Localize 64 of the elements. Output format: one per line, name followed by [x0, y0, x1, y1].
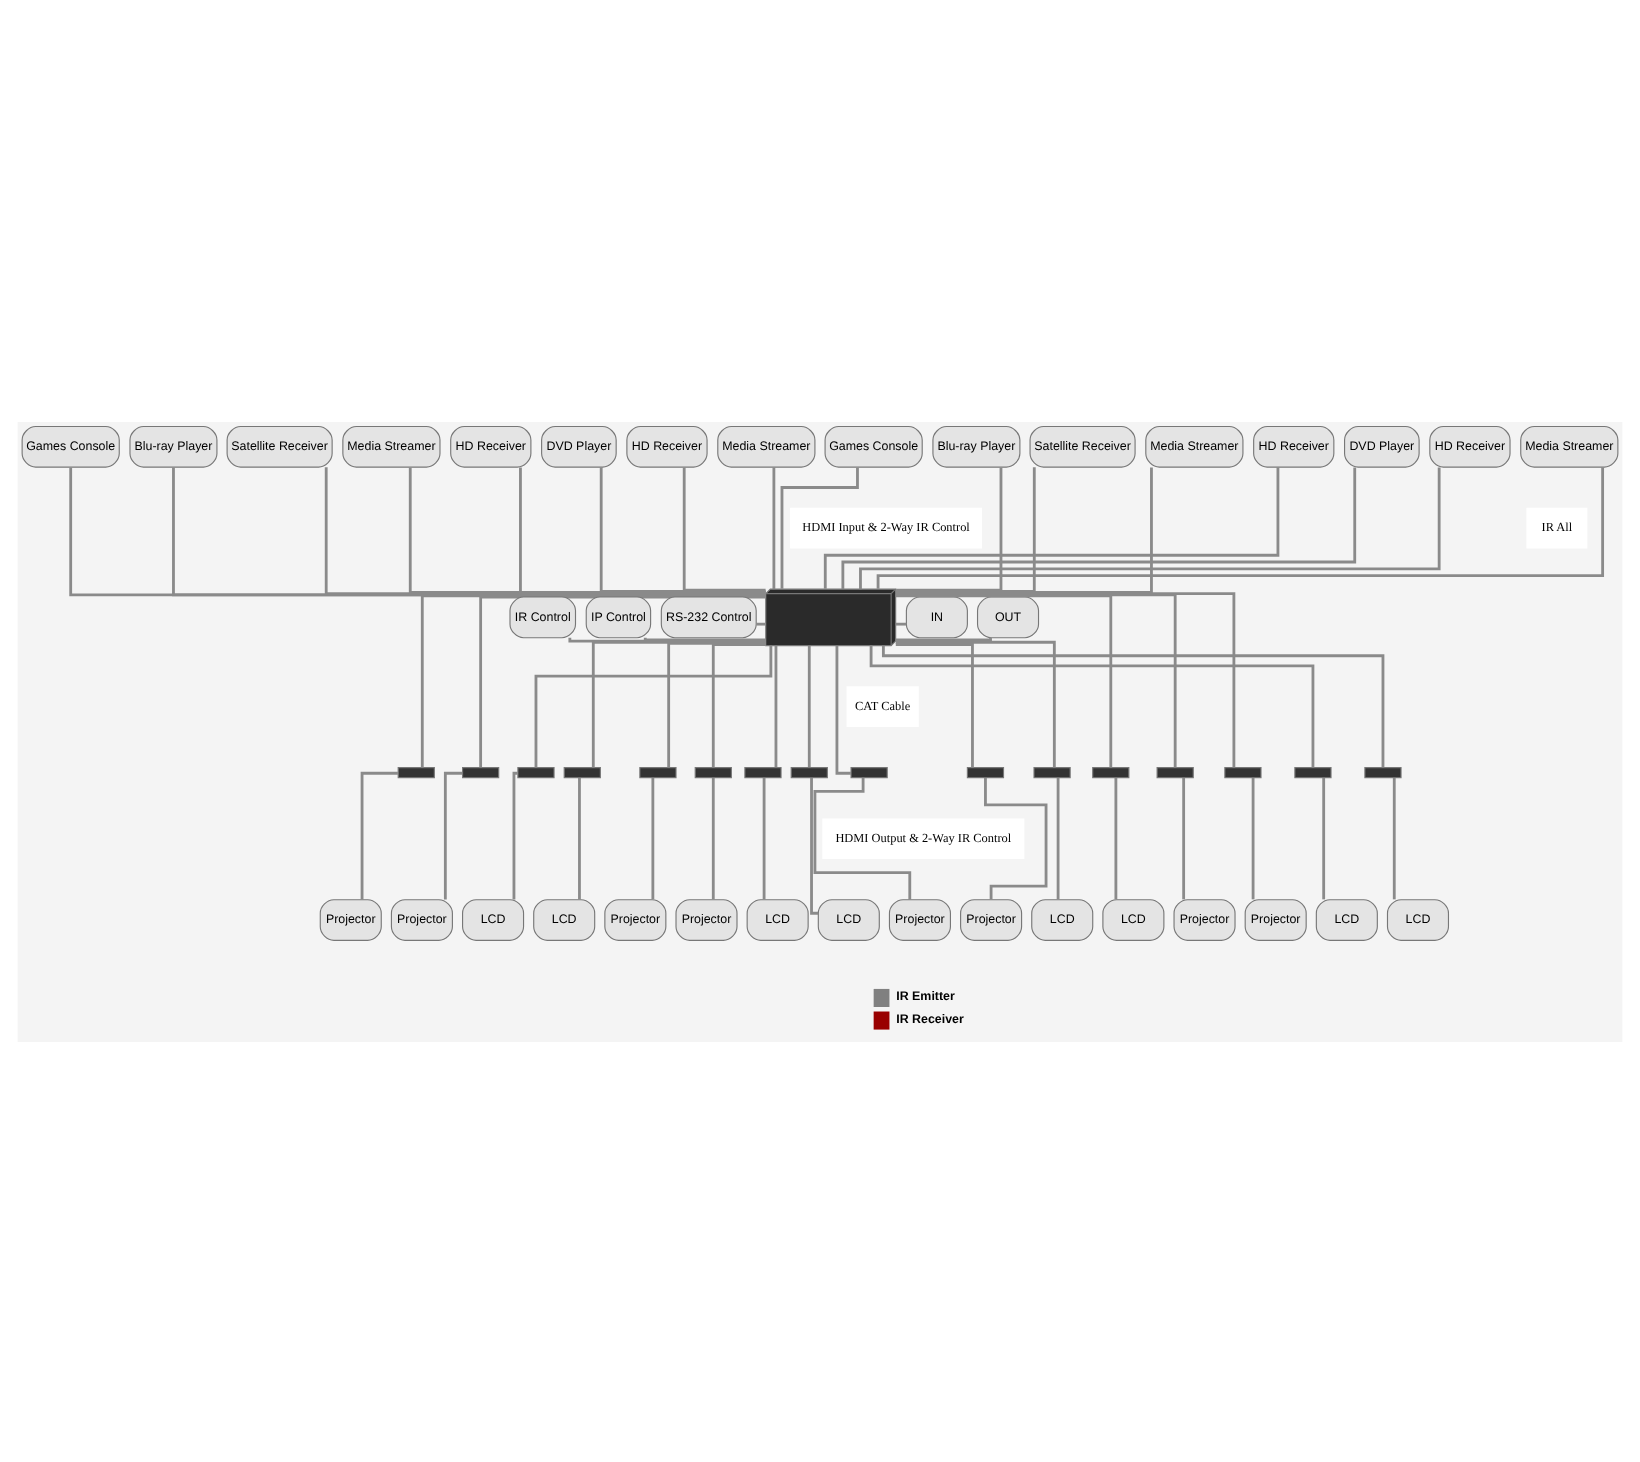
connector: [772, 466, 776, 589]
connector: [324, 466, 766, 595]
connector: [651, 776, 655, 899]
connector: [896, 466, 1003, 591]
connector: [519, 466, 766, 593]
node-box: [744, 766, 782, 778]
connector: [835, 644, 851, 774]
connector: [869, 644, 1315, 767]
connector: [1056, 776, 1060, 899]
connector: [711, 642, 766, 767]
connector: [408, 466, 766, 593]
connector: [895, 592, 1177, 767]
connector: [762, 776, 766, 899]
connector: [895, 636, 992, 641]
connector: [578, 776, 581, 899]
connector: [823, 466, 1280, 588]
node-box: [694, 766, 732, 778]
connector: [682, 466, 766, 591]
connector: [534, 644, 773, 767]
connector: [1182, 776, 1186, 899]
connector: [643, 636, 766, 641]
connector: [841, 466, 1357, 589]
connector: [876, 466, 1605, 588]
connector: [895, 642, 974, 767]
connector: [591, 639, 766, 767]
connector: [859, 466, 1441, 589]
node-box: [563, 766, 601, 778]
connector: [443, 770, 463, 899]
connector: [599, 466, 766, 592]
connector: [895, 639, 1056, 767]
connector: [984, 776, 1048, 899]
node-box: [1033, 766, 1071, 778]
connector: [895, 621, 907, 625]
connector: [360, 770, 398, 899]
node-box: [639, 766, 677, 778]
node-box: [1224, 766, 1262, 778]
connector: [756, 621, 766, 625]
connector: [1251, 776, 1255, 899]
node-box: [790, 766, 828, 778]
connector: [807, 644, 811, 767]
connector: [667, 640, 766, 767]
connector: [895, 593, 1113, 767]
connector: [512, 770, 518, 899]
connector: [896, 466, 1153, 593]
connector: [568, 636, 766, 642]
connector: [780, 466, 859, 588]
node-box: [1294, 766, 1332, 778]
connector: [895, 466, 1036, 592]
node-box: [1364, 766, 1402, 778]
node-box: [850, 766, 888, 778]
connector: [895, 591, 1236, 767]
connector: [810, 777, 818, 914]
node-box: [517, 766, 555, 778]
node-box: [397, 766, 435, 778]
node-box: [1092, 766, 1130, 778]
connector: [711, 776, 715, 899]
node-box: [966, 766, 1005, 778]
node-box: [462, 766, 500, 778]
connector: [1114, 776, 1118, 899]
connector: [1392, 776, 1396, 899]
node-box: [1156, 766, 1194, 778]
connector: [881, 644, 1385, 767]
connector: [774, 644, 778, 767]
connector: [1322, 776, 1326, 899]
